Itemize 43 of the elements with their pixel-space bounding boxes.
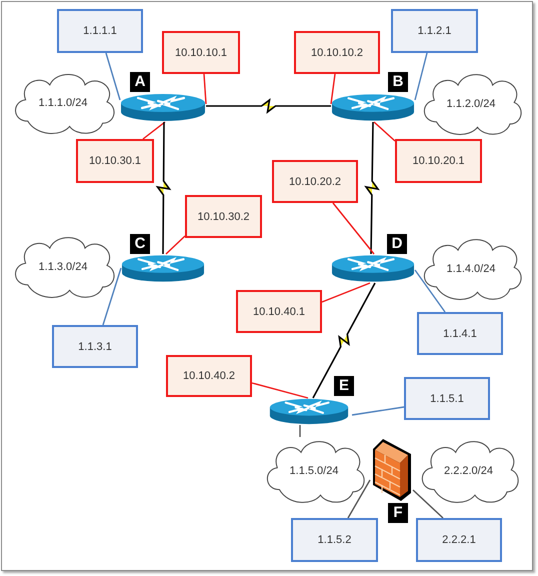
leader-line [203, 74, 207, 104]
leader-line [414, 270, 446, 312]
leader-line [412, 489, 444, 519]
network-address: 1.1.4.0/24 [446, 262, 496, 274]
address-box: 10.10.10.1 [162, 31, 240, 74]
network-address: 1.1.1.0/24 [38, 97, 88, 109]
leader-line [332, 202, 375, 254]
leader-line [374, 121, 396, 142]
leader-line [166, 236, 186, 254]
device-letter-label: D [387, 234, 407, 254]
address-box: 10.10.30.1 [76, 139, 154, 183]
leader-line [142, 121, 166, 140]
leader-line [322, 282, 370, 303]
address-box: 10.10.10.2 [294, 31, 380, 74]
leader-line [252, 382, 308, 399]
address-box: 10.10.40.1 [236, 290, 322, 333]
leader-line [330, 74, 336, 104]
address-box: 1.1.4.1 [417, 312, 503, 355]
network-address: 1.1.3.0/24 [38, 260, 88, 272]
address-box: 10.10.30.2 [185, 195, 262, 238]
device-letter-label: E [334, 376, 354, 396]
address-box: 1.1.1.1 [57, 9, 143, 53]
leader-line [347, 480, 371, 518]
address-box: 1.1.2.1 [391, 9, 478, 53]
address-box: 10.10.40.2 [166, 355, 252, 397]
network-address: 1.1.5.0/24 [290, 465, 338, 477]
device-letter-label: F [388, 503, 408, 523]
address-box: 2.2.2.1 [416, 518, 502, 562]
leader-line [102, 268, 122, 326]
address-box: 1.1.3.1 [52, 325, 138, 368]
leader-line [414, 52, 428, 100]
network-address: 1.1.2.0/24 [446, 98, 496, 110]
address-box: 10.10.20.1 [395, 139, 482, 183]
leader-line [105, 52, 121, 100]
device-letter-label: B [388, 72, 408, 92]
address-box: 1.1.5.2 [291, 518, 378, 562]
network-address: 2.2.2.0/24 [444, 465, 493, 477]
leader-line [299, 425, 301, 437]
device-letter-label: A [130, 72, 150, 92]
device-letter-label: C [130, 234, 150, 254]
leader-line [352, 406, 404, 416]
address-box: 1.1.5.1 [404, 377, 490, 420]
address-box: 10.10.20.2 [272, 160, 358, 203]
